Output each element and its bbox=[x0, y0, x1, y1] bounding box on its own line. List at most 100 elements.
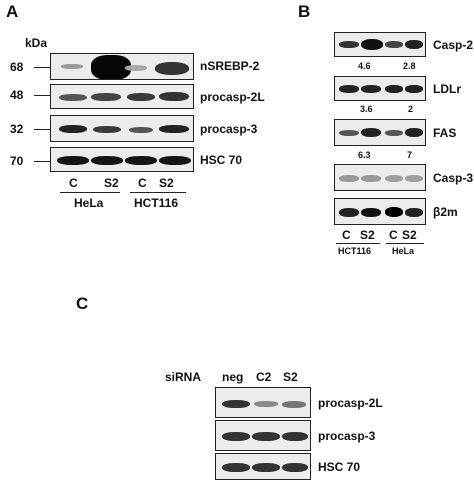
band bbox=[61, 64, 83, 69]
lane-label: C bbox=[69, 176, 78, 190]
band bbox=[361, 39, 383, 50]
blot-label-hsc70-a: HSC 70 bbox=[200, 153, 243, 167]
band bbox=[361, 128, 381, 137]
band bbox=[339, 175, 359, 182]
band bbox=[282, 463, 308, 472]
band bbox=[222, 432, 250, 441]
lane-label: S2 bbox=[402, 228, 417, 242]
fold-change: 2 bbox=[408, 104, 414, 114]
blot-nsrebp2 bbox=[50, 53, 194, 80]
group-underline-hela bbox=[60, 192, 120, 193]
mw-tick-48 bbox=[34, 95, 50, 96]
band bbox=[159, 92, 189, 101]
band bbox=[361, 175, 381, 182]
blot-procasp2l-c bbox=[215, 387, 311, 418]
band bbox=[125, 156, 157, 165]
blot-procasp2l bbox=[50, 84, 194, 109]
fold-change: 4.6 bbox=[358, 61, 371, 71]
mw-marker-68: 68 bbox=[10, 60, 24, 74]
group-underline-hct116 bbox=[130, 192, 186, 193]
band bbox=[91, 55, 131, 79]
lane-label: S2 bbox=[283, 370, 298, 384]
fold-change: 3.6 bbox=[360, 104, 373, 114]
blot-label-procasp2l: procasp-2L bbox=[200, 90, 265, 104]
blot-procasp3 bbox=[50, 115, 194, 142]
band bbox=[59, 125, 87, 133]
fold-change: 2.8 bbox=[403, 61, 416, 71]
blot-casp2 bbox=[334, 32, 426, 57]
band bbox=[129, 127, 153, 133]
lane-label: S2 bbox=[360, 228, 375, 242]
panel-a-letter: A bbox=[6, 2, 19, 21]
band bbox=[159, 125, 189, 133]
mw-marker-32: 32 bbox=[10, 122, 24, 136]
band bbox=[155, 62, 189, 75]
band bbox=[252, 432, 280, 441]
lane-label: C2 bbox=[256, 370, 272, 384]
mw-marker-70: 70 bbox=[10, 154, 24, 168]
band bbox=[339, 85, 359, 93]
band bbox=[93, 126, 121, 133]
band bbox=[385, 85, 403, 93]
panel-c-letter: C bbox=[76, 294, 89, 313]
band bbox=[405, 128, 423, 137]
blot-label-fas: FAS bbox=[433, 126, 457, 140]
band bbox=[254, 401, 278, 407]
blot-b2m bbox=[334, 198, 426, 225]
lane-label: C bbox=[342, 228, 351, 242]
blot-casp3 bbox=[334, 164, 426, 191]
blot-hsc70-a bbox=[50, 147, 194, 172]
band bbox=[252, 463, 280, 472]
band bbox=[59, 94, 87, 101]
band bbox=[159, 156, 191, 165]
lane-label: neg bbox=[222, 370, 244, 384]
group-underline-hct116-b bbox=[336, 243, 380, 244]
band bbox=[405, 85, 423, 93]
blot-label-hsc70-c: HSC 70 bbox=[318, 460, 361, 474]
band bbox=[127, 93, 155, 101]
blot-procasp3-c bbox=[215, 420, 311, 451]
band bbox=[282, 401, 306, 408]
band bbox=[91, 156, 123, 165]
blot-label-casp3: Casp-3 bbox=[433, 171, 474, 185]
lane-label: S2 bbox=[104, 176, 119, 190]
blot-hsc70-c bbox=[215, 453, 311, 480]
band bbox=[361, 208, 381, 217]
group-label-hela-b: HeLa bbox=[392, 246, 415, 256]
group-label-hct116-b: HCT116 bbox=[338, 246, 372, 256]
mw-tick-68 bbox=[34, 67, 50, 68]
band bbox=[385, 41, 403, 48]
band bbox=[339, 208, 359, 217]
band bbox=[361, 85, 381, 93]
mw-tick-70 bbox=[34, 161, 50, 162]
blot-fas bbox=[334, 119, 426, 146]
band bbox=[385, 207, 403, 217]
group-label-hct116: HCT116 bbox=[134, 196, 179, 210]
band bbox=[222, 400, 250, 408]
blot-label-procasp3-c: procasp-3 bbox=[318, 429, 376, 443]
blot-label-casp2: Casp-2 bbox=[433, 38, 474, 52]
blot-label-b2m: β2m bbox=[433, 205, 458, 219]
band bbox=[57, 156, 89, 165]
band bbox=[405, 40, 423, 49]
band bbox=[405, 208, 423, 217]
blot-ldlr bbox=[334, 76, 426, 101]
blot-label-procasp2l-c: procasp-2L bbox=[318, 396, 383, 410]
band bbox=[222, 463, 250, 472]
mw-marker-48: 48 bbox=[10, 88, 24, 102]
mw-tick-32 bbox=[34, 129, 50, 130]
kda-unit-label: kDa bbox=[25, 36, 48, 50]
band bbox=[282, 432, 308, 441]
blot-label-nsrebp2: nSREBP-2 bbox=[200, 59, 260, 73]
band bbox=[91, 93, 121, 101]
group-label-hela: HeLa bbox=[74, 196, 104, 210]
blot-label-procasp3: procasp-3 bbox=[200, 122, 258, 136]
fold-change: 7 bbox=[407, 150, 413, 160]
lane-label: S2 bbox=[159, 176, 174, 190]
panel-b-letter: B bbox=[298, 2, 311, 21]
band bbox=[385, 175, 403, 182]
fold-change: 6.3 bbox=[358, 150, 371, 160]
lane-label: C bbox=[138, 176, 147, 190]
lane-label: C bbox=[389, 228, 398, 242]
band bbox=[125, 65, 147, 71]
